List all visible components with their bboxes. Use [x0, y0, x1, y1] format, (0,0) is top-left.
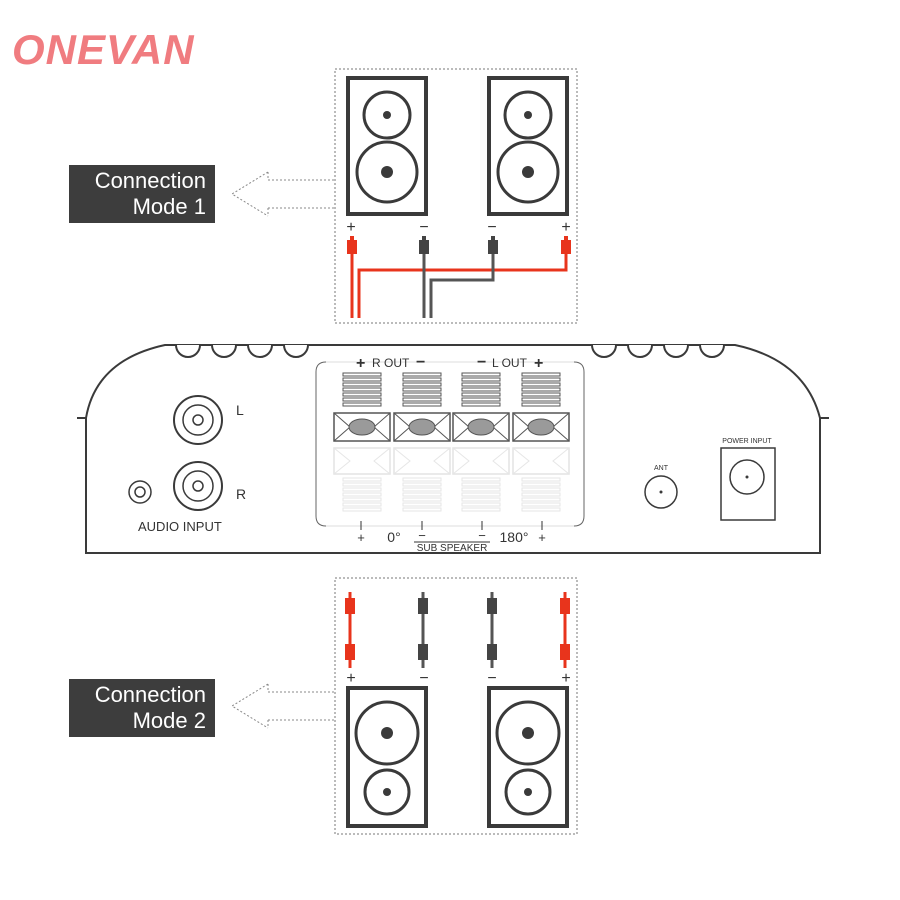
speaker-right-mode2-icon	[487, 686, 569, 828]
mode2-minus-left: −	[419, 670, 428, 687]
mode1-plus-right: +	[561, 219, 570, 236]
mode1-plus-left: +	[346, 219, 355, 236]
mode2-line2: Mode 2	[132, 708, 206, 733]
speaker-terminals	[333, 372, 570, 512]
l-out-minus: −	[477, 354, 486, 371]
mode1-minus-right: −	[487, 219, 496, 236]
mode2-arrow-icon	[231, 683, 335, 729]
speaker-terminal-bay	[315, 361, 585, 527]
antenna-jack-icon	[644, 475, 678, 509]
audio-input-r-jack-icon	[173, 461, 223, 511]
mode2-plus-right: +	[561, 670, 570, 687]
sub-minus-left: −	[418, 528, 426, 543]
power-input-jack-icon	[720, 447, 776, 521]
mode1-line2: Mode 1	[132, 194, 206, 219]
sub-plus-left: +	[357, 530, 365, 545]
mode1-minus-left: −	[419, 219, 428, 236]
mode2-minus-right: −	[487, 670, 496, 687]
mode1-line1: Connection	[94, 168, 206, 193]
spring-terminal-2	[393, 372, 451, 512]
mode2-frame	[334, 577, 578, 835]
sub-minus-right: −	[478, 528, 486, 543]
connection-mode-1-label: Connection Mode 1	[69, 165, 215, 223]
l-out-plus: +	[534, 355, 543, 372]
sub-plus-right: +	[538, 530, 546, 545]
aux-jack-icon	[128, 480, 152, 504]
connection-mode-2-label: Connection Mode 2	[69, 679, 215, 737]
input-r-label: R	[236, 486, 246, 502]
input-l-label: L	[236, 402, 244, 418]
l-out-label: L OUT	[492, 356, 528, 370]
speaker-right-icon	[487, 76, 569, 216]
r-out-label: R OUT	[372, 356, 410, 370]
mode1-wiring	[350, 244, 568, 318]
mode1-frame	[334, 68, 578, 324]
power-input-label: POWER INPUT	[722, 438, 772, 445]
spring-terminal-1	[333, 372, 391, 512]
r-out-plus: +	[356, 355, 365, 372]
sub-speaker-label: SUB SPEAKER	[417, 543, 488, 554]
mode2-plus-left: +	[346, 670, 355, 687]
mode1-arrow-icon	[231, 171, 335, 217]
speaker-left-mode2-icon	[346, 686, 428, 828]
audio-input-label: AUDIO INPUT	[138, 519, 222, 534]
phase-180-label: 180°	[500, 529, 529, 545]
audio-input-l-jack-icon	[173, 395, 223, 445]
phase-0-label: 0°	[387, 529, 400, 545]
ant-label: ANT	[654, 465, 669, 472]
spring-terminal-3	[452, 372, 510, 512]
mode2-wiring	[345, 592, 570, 668]
mode2-line1: Connection	[94, 682, 206, 707]
spring-terminal-4	[512, 372, 570, 512]
speaker-left-icon	[346, 76, 428, 216]
r-out-minus: −	[416, 354, 425, 371]
brand-logo: ONEVAN	[12, 26, 195, 73]
mode1-connectors	[347, 236, 571, 254]
